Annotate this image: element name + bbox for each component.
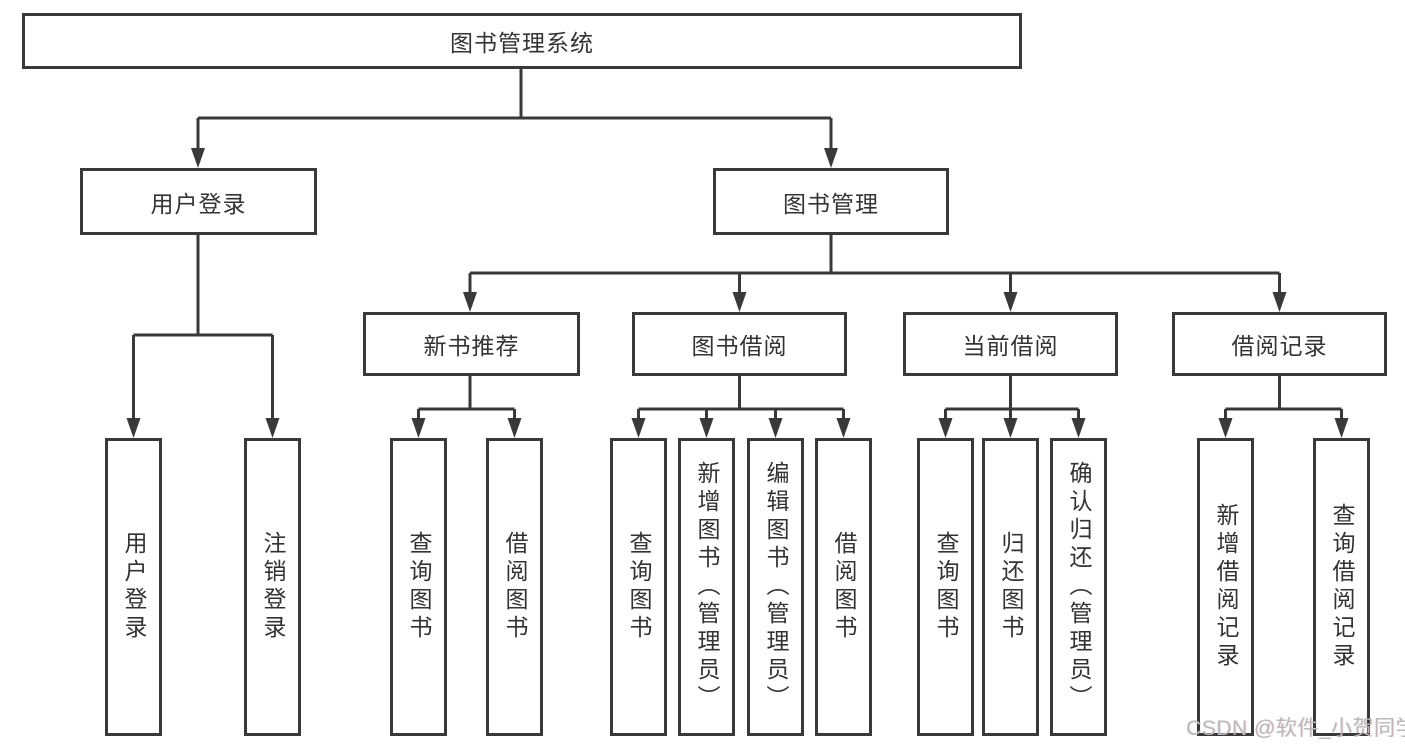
leaf-borrow-edit-books-admin: 编辑图书（管理员） <box>747 438 804 736</box>
leaf-borrow-query-books: 查询图书 <box>610 438 667 736</box>
leaf-current-return-books: 归还图书 <box>982 438 1039 736</box>
leaf-borrow-borrow-books: 借阅图书 <box>815 438 872 736</box>
leaf-user-login: 用户登录 <box>105 438 162 736</box>
arrowheads <box>126 148 1349 438</box>
leaf-current-query-books: 查询图书 <box>917 438 974 736</box>
leaf-recommend-borrow-books: 借阅图书 <box>486 438 543 736</box>
node-borrowing-records: 借阅记录 <box>1172 312 1387 376</box>
leaf-current-confirm-return-admin: 确认归还（管理员） <box>1050 438 1107 736</box>
node-book-management: 图书管理 <box>713 168 949 235</box>
leaf-logout: 注销登录 <box>244 438 301 736</box>
leaf-recommend-query-books: 查询图书 <box>390 438 447 736</box>
node-library-system: 图书管理系统 <box>22 13 1022 69</box>
node-book-borrowing: 图书借阅 <box>632 312 847 376</box>
node-user-login: 用户登录 <box>80 168 317 235</box>
leaf-records-add-record: 新增借阅记录 <box>1197 438 1254 736</box>
leaf-records-query-record: 查询借阅记录 <box>1313 438 1370 736</box>
leaf-borrow-add-books-admin: 新增图书（管理员） <box>678 438 735 736</box>
watermark: CSDN @软件_小贺同学 <box>1186 717 1405 740</box>
node-current-borrowing: 当前借阅 <box>903 312 1118 376</box>
node-new-book-recommend: 新书推荐 <box>363 312 580 376</box>
